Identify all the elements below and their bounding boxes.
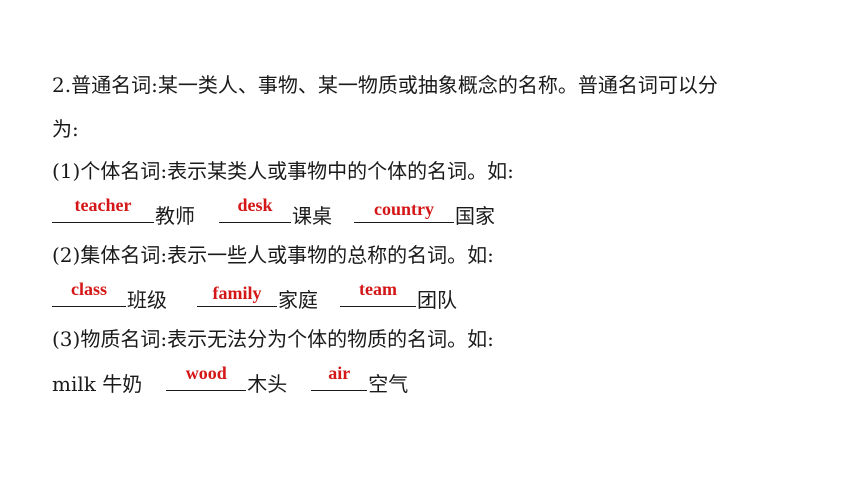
section-1-title: (1)个体名词:表示某类人或事物中的个体的名词。如:	[52, 159, 514, 183]
meaning-text: 家庭	[278, 288, 318, 312]
meaning-text: 班级	[127, 288, 167, 312]
meaning-text: 牛奶	[102, 372, 143, 396]
fill-blank: teacher	[52, 195, 154, 223]
meaning-text: 教师	[155, 204, 195, 228]
example-word: milk	[52, 372, 96, 396]
answer-text: team	[359, 279, 397, 299]
section-1-examples: teacher 教师 desk 课桌 country 国家	[52, 195, 495, 229]
fill-blank: class	[52, 279, 126, 307]
section-2-title: (2)集体名词:表示一些人或事物的总称的名词。如:	[52, 243, 494, 267]
meaning-text: 课桌	[292, 204, 332, 228]
answer-text: wood	[185, 363, 227, 383]
meaning-text: 空气	[368, 372, 409, 396]
meaning-text: 木头	[247, 372, 288, 396]
answer-text: desk	[237, 195, 273, 215]
section-2-examples: class 班级 family 家庭 team 团队	[52, 279, 457, 313]
answer-text: teacher	[74, 195, 132, 215]
fill-blank: country	[354, 199, 454, 223]
answer-text: class	[71, 279, 107, 299]
meaning-text: 团队	[417, 288, 457, 312]
fill-blank: wood	[166, 363, 247, 391]
answer-text: air	[328, 363, 351, 383]
fill-blank: desk	[219, 195, 291, 223]
section-3-examples: milk 牛奶 wood 木头 air 空气	[52, 363, 409, 397]
answer-text: country	[374, 199, 434, 219]
fill-blank: team	[340, 279, 416, 307]
meaning-text: 国家	[455, 204, 495, 228]
heading-line-2: 为:	[52, 117, 79, 141]
answer-text: family	[212, 283, 262, 303]
section-3-title: (3)物质名词:表示无法分为个体的物质的名词。如:	[52, 327, 494, 351]
fill-blank: family	[197, 283, 277, 307]
heading-line-1: 2.普通名词:某一类人、事物、某一物质或抽象概念的名称。普通名词可以分	[52, 73, 718, 97]
fill-blank: air	[311, 363, 368, 391]
